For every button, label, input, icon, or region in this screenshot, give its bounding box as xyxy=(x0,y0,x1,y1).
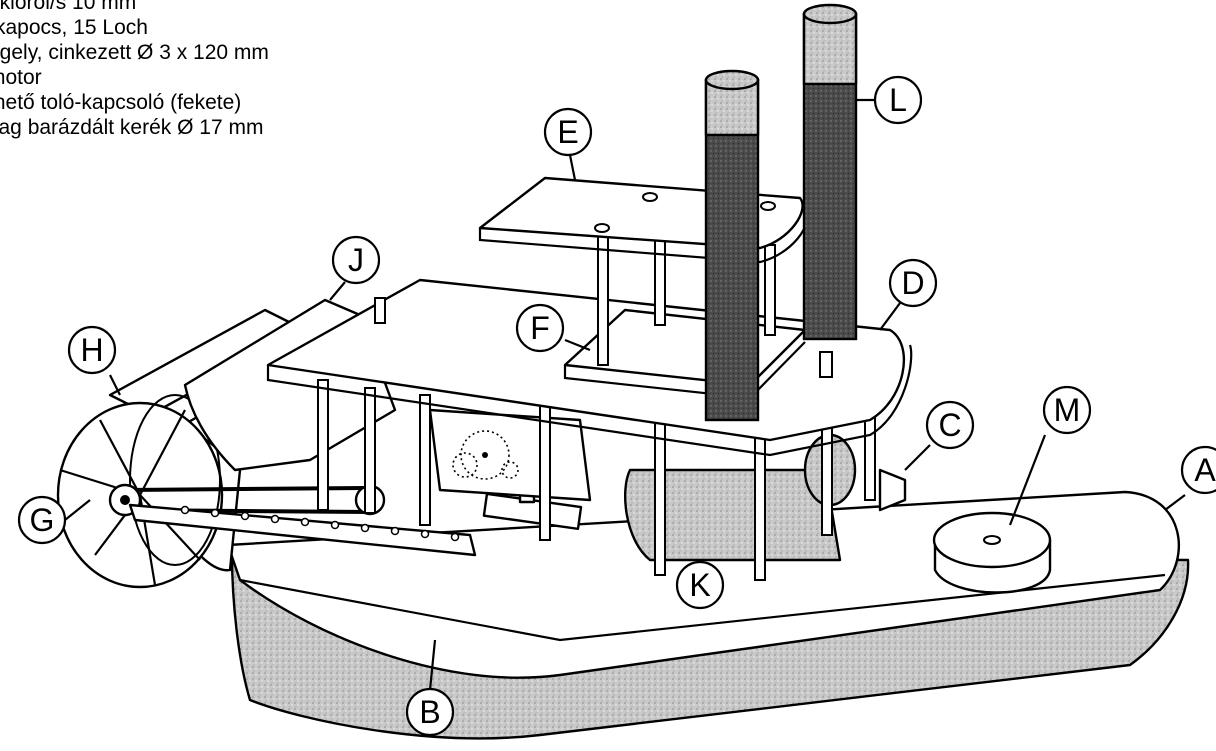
svg-text:M: M xyxy=(1054,392,1081,428)
svg-text:G: G xyxy=(30,502,55,538)
battery-box xyxy=(624,468,842,562)
callout-label-D: D xyxy=(888,258,938,308)
callout-label-M: M xyxy=(1042,385,1092,435)
callout-label-E: E xyxy=(543,107,593,157)
parts-list-item: -kapocs, 15 Loch xyxy=(0,16,148,39)
perforated-strip xyxy=(128,503,477,557)
parts-list-item: ngely, cinkezett Ø 3 x 120 mm xyxy=(0,41,269,64)
svg-text:L: L xyxy=(889,82,907,118)
deck-posts xyxy=(317,379,876,581)
callout-label-H: H xyxy=(67,325,117,375)
callout-label-A: A xyxy=(1180,445,1216,495)
svg-text:C: C xyxy=(938,407,961,443)
svg-text:B: B xyxy=(419,694,440,730)
parts-list-item: vag barázdált kerék Ø 17 mm xyxy=(0,116,264,139)
callout-label-G: G xyxy=(17,495,67,545)
callout-label-F: F xyxy=(515,303,565,353)
callout-label-J: J xyxy=(331,235,381,285)
parts-list: aklöröl/s 10 mm -kapocs, 15 Loch ngely, … xyxy=(0,0,269,140)
svg-text:F: F xyxy=(530,310,550,346)
chimney-right xyxy=(802,3,858,341)
svg-text:H: H xyxy=(80,332,103,368)
svg-text:D: D xyxy=(901,265,924,301)
svg-text:J: J xyxy=(348,242,364,278)
callout-label-K: K xyxy=(675,560,725,610)
svg-text:E: E xyxy=(557,114,578,150)
callout-label-C: C xyxy=(925,400,975,450)
svg-text:K: K xyxy=(689,567,710,603)
callout-label-L: L xyxy=(873,75,923,125)
lower-deck xyxy=(878,468,907,512)
parts-list-item: thető toló-kapcsoló (fekete) xyxy=(0,91,242,114)
parts-list-item: aklöröl/s 10 mm xyxy=(0,0,137,14)
chimney-left xyxy=(704,69,760,422)
round-weight xyxy=(932,511,1052,594)
callout-label-B: B xyxy=(405,687,455,737)
svg-text:A: A xyxy=(1194,452,1216,488)
